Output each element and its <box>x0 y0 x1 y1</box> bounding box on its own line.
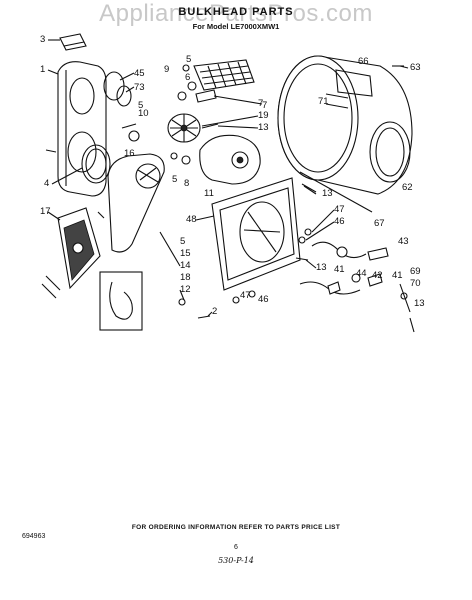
part-9-nut <box>187 81 197 91</box>
part-3-bracket <box>59 33 87 51</box>
callout: 42 <box>372 270 383 281</box>
callout: 48 <box>186 214 197 225</box>
part-13-screw-c <box>409 317 415 333</box>
callout: 9 <box>164 64 169 75</box>
callout: 5 <box>180 236 185 247</box>
callout: 13 <box>414 298 425 309</box>
part-41-thermostat-b <box>327 281 341 295</box>
callout: 5 <box>186 54 191 65</box>
callout: 69 <box>410 266 421 277</box>
callout: 16 <box>124 148 135 159</box>
page-number: 6 <box>234 544 238 551</box>
part-41-thermostat <box>336 246 348 258</box>
callout: 19 <box>258 110 269 121</box>
part-12-clip <box>178 298 186 306</box>
part-44-thermostat <box>351 273 361 283</box>
part-73-ring <box>116 85 132 107</box>
part-48-rear-bulkhead <box>211 177 301 291</box>
part-8-washer <box>181 155 191 165</box>
leader-lines <box>47 39 409 317</box>
handwritten-note: 530-P-14 <box>218 556 254 565</box>
callout: 3 <box>40 34 45 45</box>
part-18-box <box>99 271 143 331</box>
part-46-clip-b <box>248 290 256 298</box>
callout: 73 <box>134 82 145 93</box>
part-17-motor-assembly <box>41 207 101 299</box>
callout: 12 <box>180 284 191 295</box>
part-19-shaft <box>201 123 219 129</box>
callout: 43 <box>398 236 409 247</box>
part-1-front-panel <box>57 61 107 197</box>
screw <box>121 123 137 129</box>
callout: 10 <box>138 108 149 119</box>
part-5-clip <box>182 64 190 72</box>
callout: 70 <box>410 278 421 289</box>
part-11-blower-housing <box>199 134 261 185</box>
part-16-bushing <box>128 130 140 142</box>
callout: 8 <box>184 178 189 189</box>
part-46-clip <box>298 236 306 244</box>
model-subtitle: For Model LE7000XMW1 <box>192 22 280 31</box>
callout: 41 <box>334 264 345 275</box>
ordering-info: FOR ORDERING INFORMATION REFER TO PARTS … <box>131 524 341 531</box>
part-70-clip <box>400 292 408 300</box>
callout: 17 <box>40 206 51 217</box>
part-42-fuse <box>367 273 383 287</box>
screw <box>97 211 105 219</box>
callout: 45 <box>134 68 145 79</box>
callout: 1 <box>40 64 45 75</box>
part-43-fuse <box>367 247 389 261</box>
part-67-leader <box>299 171 373 213</box>
callout: 7 <box>262 100 267 111</box>
drum-assembly <box>277 55 413 195</box>
part-18-belt <box>109 281 133 320</box>
callout: 6 <box>185 72 190 83</box>
callout: 46 <box>258 294 269 305</box>
callout: 47 <box>240 290 251 301</box>
air-duct <box>107 153 165 253</box>
part-6-clip <box>195 89 217 103</box>
part-10-blower-wheel <box>167 113 201 143</box>
callout: 4 <box>44 178 49 189</box>
callout: 47 <box>334 204 345 215</box>
part-66-baffle <box>335 69 373 97</box>
callout: 71 <box>318 96 329 107</box>
part-47-clip <box>304 228 312 236</box>
callout: 13 <box>322 188 333 199</box>
callout: 14 <box>180 260 191 271</box>
callout: 66 <box>358 56 369 67</box>
callout: 41 <box>392 270 403 281</box>
callout: 46 <box>334 216 345 227</box>
part-5-clip-c <box>170 152 178 160</box>
part-62-seal-inner <box>375 127 405 177</box>
callout: 15 <box>180 248 191 259</box>
callout: 63 <box>410 62 421 73</box>
callout: 18 <box>180 272 191 283</box>
callout: 67 <box>374 218 385 229</box>
callout: 13 <box>258 122 269 133</box>
watermark: AppliancePartsPros.com <box>99 0 373 27</box>
part-45-ring <box>103 71 125 101</box>
callout: 62 <box>402 182 413 193</box>
part-4-seal <box>81 144 111 184</box>
part-47-clip-b <box>232 296 240 304</box>
callout: 5 <box>138 100 143 111</box>
callout: 44 <box>356 268 367 279</box>
document-part-number: 694963 <box>22 533 46 540</box>
callout: 2 <box>212 306 217 317</box>
part-13-screw <box>301 183 317 193</box>
page-title: BULKHEAD PARTS <box>178 6 294 18</box>
lint-screen <box>193 59 255 91</box>
callout: 5 <box>172 174 177 185</box>
callout: 13 <box>316 262 327 273</box>
part-13-screw-b <box>295 257 309 261</box>
part-2-screw <box>197 315 211 319</box>
callout: 11 <box>204 188 214 199</box>
part-69-sensor <box>399 283 411 313</box>
part-62-seal <box>369 121 411 183</box>
screw <box>45 149 57 153</box>
part-5-clip-b <box>177 91 187 101</box>
